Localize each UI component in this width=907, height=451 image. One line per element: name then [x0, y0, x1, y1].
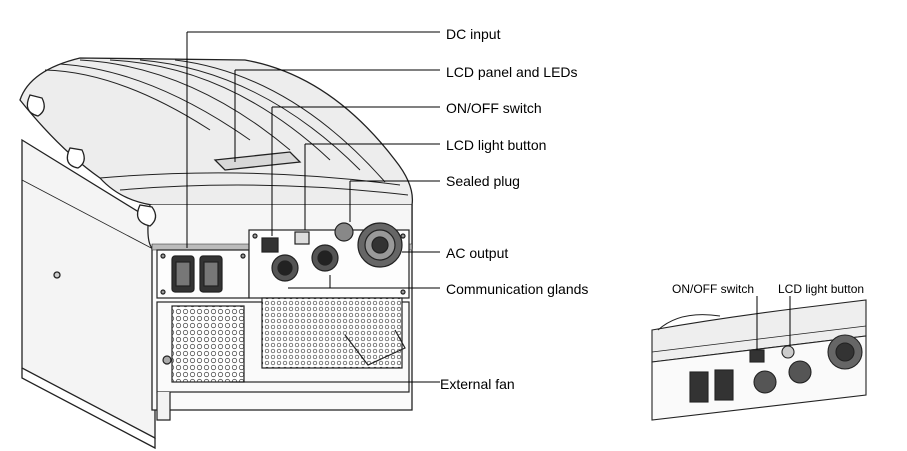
- label-onoff-switch: ON/OFF switch: [446, 100, 542, 116]
- label-sealed-plug: Sealed plug: [446, 173, 520, 189]
- lcd-light-button: [294, 231, 310, 245]
- label-ac-output: AC output: [446, 245, 509, 261]
- label-external-fan: External fan: [440, 376, 515, 392]
- connector-panel: [156, 222, 410, 299]
- label-lcd-panel-leds: LCD panel and LEDs: [446, 64, 578, 80]
- sealed-plug: [334, 222, 354, 242]
- label-lcd-light-button: LCD light button: [446, 137, 547, 153]
- fan-area: [156, 297, 410, 421]
- inset-label-onoff-switch: ON/OFF switch: [672, 282, 755, 296]
- dc-input-connectors: [171, 255, 223, 293]
- onoff-switch: [261, 237, 279, 253]
- label-dc-input: DC input: [446, 26, 501, 42]
- callout-lines: [186, 31, 440, 383]
- communication-glands: [271, 244, 339, 282]
- label-communication-glands: Communication glands: [446, 281, 589, 297]
- inset-onoff-switch: [749, 349, 765, 363]
- inset-lcd-light-button: [781, 345, 795, 359]
- inset-detail: [651, 296, 867, 421]
- ac-output-gland: [357, 222, 403, 268]
- inset-label-lcd-light-button: LCD light button: [778, 282, 865, 296]
